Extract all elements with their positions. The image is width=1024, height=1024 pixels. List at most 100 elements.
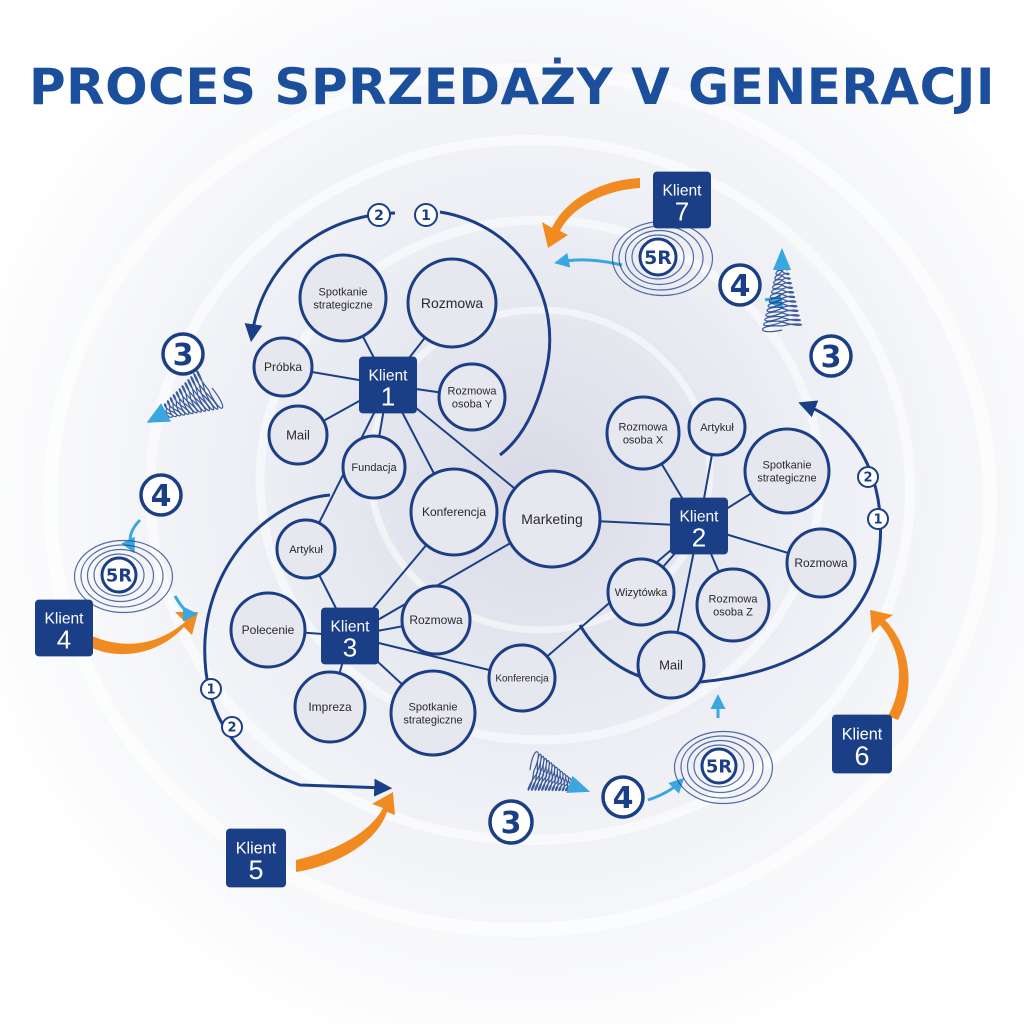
loop-k3 bbox=[203, 493, 393, 797]
node-label: strategiczne bbox=[403, 714, 462, 726]
connector-k5-4 bbox=[647, 777, 685, 802]
client-number: 6 bbox=[854, 741, 869, 771]
node-label: Artykuł bbox=[700, 422, 734, 434]
step-s1: 1 bbox=[414, 203, 438, 227]
step-s4b: 4 bbox=[601, 775, 645, 819]
connector-k4-r bbox=[173, 595, 198, 622]
client-label: Klient bbox=[368, 367, 408, 384]
node-label: Konferencja bbox=[422, 505, 486, 519]
client-label: Klient bbox=[662, 182, 702, 199]
client-number: 1 bbox=[381, 381, 395, 411]
node-fundacja: Fundacja bbox=[341, 434, 407, 500]
node-label: Polecenie bbox=[242, 623, 295, 637]
node-label: Fundacja bbox=[351, 462, 397, 474]
step-s3b: 3 bbox=[488, 799, 534, 845]
step-number: 4 bbox=[730, 269, 751, 304]
node-label: Rozmowa bbox=[409, 613, 463, 627]
arrow-k7 bbox=[542, 178, 640, 248]
node-label: Próbka bbox=[264, 360, 302, 374]
connector-k4-4 bbox=[121, 518, 142, 554]
arrow-k6 bbox=[870, 610, 909, 720]
node-artykul2: Artykuł bbox=[687, 397, 747, 457]
node-konferencja1: Konferencja bbox=[409, 467, 499, 557]
client-number: 2 bbox=[692, 522, 706, 552]
step-s1c: 1 bbox=[867, 508, 889, 530]
step-s1d: 1 bbox=[200, 678, 222, 700]
step-s4: 4 bbox=[139, 473, 183, 517]
step-s2d: 2 bbox=[221, 716, 243, 738]
step-number: 2 bbox=[374, 208, 384, 224]
node-label: Artykuł bbox=[289, 544, 323, 556]
node-mail2: Mail bbox=[636, 630, 706, 700]
node-label: Rozmowa bbox=[709, 593, 759, 605]
node-probka: Próbka bbox=[252, 336, 314, 398]
node-label: Rozmowa bbox=[794, 556, 848, 570]
node-label: Konferencja bbox=[495, 674, 549, 685]
node-label: osoba X bbox=[623, 434, 664, 446]
step-number: 1 bbox=[873, 513, 882, 528]
node-label: strategiczne bbox=[313, 299, 372, 311]
node-label: Spotkanie bbox=[763, 459, 812, 471]
node-label: Mail bbox=[659, 658, 683, 673]
step-number: 3 bbox=[501, 806, 522, 841]
arrow-k5 bbox=[296, 792, 395, 872]
badge-5r-k5: 5R bbox=[673, 730, 774, 805]
node-rozmowa3: Rozmowa bbox=[400, 584, 472, 656]
step-number: 2 bbox=[227, 721, 236, 736]
node-marketing: Marketing bbox=[502, 469, 602, 569]
funnel-k5 bbox=[527, 751, 591, 793]
client-label: Klient bbox=[679, 508, 719, 525]
node-label: osoba Y bbox=[452, 398, 493, 410]
step-number: 3 bbox=[821, 340, 842, 375]
badge-5r-k7: 5R bbox=[611, 220, 714, 297]
badge-label: 5R bbox=[706, 756, 732, 777]
connector-k7-r bbox=[554, 252, 623, 268]
client-number: 5 bbox=[248, 855, 263, 885]
node-label: Spotkanie bbox=[409, 701, 458, 713]
step-number: 1 bbox=[421, 208, 431, 224]
client-number: 3 bbox=[343, 632, 357, 662]
client-label: Klient bbox=[44, 610, 84, 627]
node-label: Mail bbox=[286, 428, 310, 443]
node-rozmowa2: Rozmowa bbox=[785, 527, 857, 599]
step-s3c: 3 bbox=[809, 334, 853, 378]
node-artykul3: Artykuł bbox=[275, 518, 337, 580]
node-label: Impreza bbox=[308, 700, 352, 714]
client-number: 4 bbox=[57, 624, 71, 654]
node-label: Marketing bbox=[521, 511, 582, 527]
node-konferencja2: Konferencja bbox=[487, 643, 557, 713]
badge-5r-k4: 5R bbox=[73, 539, 174, 614]
loop-k1-end bbox=[439, 210, 552, 457]
node-label: Rozmowa bbox=[421, 295, 483, 311]
step-number: 2 bbox=[863, 471, 872, 486]
step-s4c: 4 bbox=[718, 263, 762, 307]
arrow-k4 bbox=[92, 612, 198, 655]
node-label: strategiczne bbox=[757, 472, 816, 484]
client-label: Klient bbox=[330, 618, 370, 635]
node-label: osoba Z bbox=[713, 606, 753, 618]
badge-label: 5R bbox=[644, 247, 672, 269]
badge-label: 5R bbox=[106, 565, 132, 586]
step-number: 4 bbox=[151, 479, 172, 514]
node-impreza: Impreza bbox=[293, 670, 367, 744]
client-label: Klient bbox=[842, 725, 883, 743]
page-title: PROCES SPRZEDAŻY V GENERACJI bbox=[29, 58, 995, 116]
funnel-k7 bbox=[762, 248, 803, 333]
node-label: Rozmowa bbox=[448, 385, 498, 397]
step-s2: 2 bbox=[367, 203, 391, 227]
node-label: Spotkanie bbox=[319, 286, 368, 298]
client-label: Klient bbox=[236, 839, 277, 857]
node-label: Wizytówka bbox=[615, 587, 668, 599]
step-s2c: 2 bbox=[857, 466, 879, 488]
step-number: 3 bbox=[173, 338, 194, 373]
